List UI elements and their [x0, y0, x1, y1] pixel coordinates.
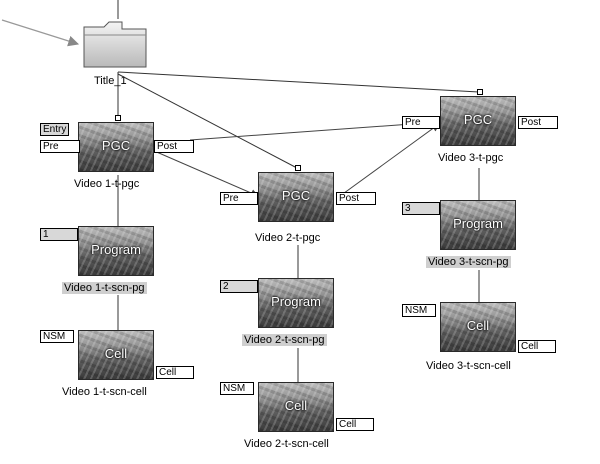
- program-label: Video 3-t-scn-pg: [426, 256, 511, 268]
- pgc-thumbnail: PGC: [258, 172, 334, 222]
- cell-thumbnail: Cell: [78, 330, 154, 380]
- pgc-node-2[interactable]: PGC Pre Post Video 2-t-pgc: [220, 165, 380, 246]
- program-thumbnail: Program: [440, 200, 516, 250]
- program-label: Video 1-t-scn-pg: [62, 282, 147, 294]
- pre-port[interactable]: Pre: [402, 116, 440, 129]
- program-node-2[interactable]: 2 Program Video 2-t-scn-pg: [220, 278, 370, 350]
- title-node[interactable]: Title_1: [80, 17, 152, 91]
- folder-icon: [83, 21, 147, 68]
- link-pgc2-pgc3: [339, 123, 440, 197]
- cell-port[interactable]: Cell: [518, 340, 556, 353]
- cell-label: Video 1-t-scn-cell: [62, 386, 147, 398]
- program-thumbnail: Program: [258, 278, 334, 328]
- cell-node-1[interactable]: NSM Cell Cell Video 1-t-scn-cell: [40, 330, 200, 404]
- link-pgc1-pgc3: [189, 121, 440, 141]
- link-pgc1-pgc2: [151, 149, 259, 197]
- cell-label: Video 2-t-scn-cell: [244, 438, 329, 450]
- program-label: Video 2-t-scn-pg: [242, 334, 327, 346]
- link-title-pgc2: [117, 73, 298, 169]
- cell-node-3[interactable]: NSM Cell Cell Video 3-t-scn-cell: [402, 302, 564, 378]
- nsm-tag: NSM: [402, 304, 436, 317]
- cell-thumbnail: Cell: [440, 302, 516, 352]
- post-port[interactable]: Post: [154, 140, 194, 153]
- program-number: 1: [40, 228, 78, 241]
- pgc-label: Video 3-t-pgc: [438, 152, 504, 164]
- program-node-3[interactable]: 3 Program Video 3-t-scn-pg: [402, 200, 552, 272]
- pgc-label: Video 2-t-pgc: [255, 232, 321, 244]
- pgc-label: Video 1-t-pgc: [74, 178, 140, 190]
- cell-port[interactable]: Cell: [336, 418, 374, 431]
- pgc-node-1[interactable]: Entry PGC Pre Post Video 1-t-pgc: [40, 115, 195, 196]
- program-number: 2: [220, 280, 258, 293]
- post-port[interactable]: Post: [336, 192, 376, 205]
- program-number: 3: [402, 202, 440, 215]
- pgc-node-3[interactable]: PGC Pre Post Video 3-t-pgc: [402, 89, 560, 172]
- nsm-tag: NSM: [40, 330, 74, 343]
- top-port[interactable]: [115, 115, 121, 121]
- program-thumbnail: Program: [78, 226, 154, 276]
- top-port[interactable]: [477, 89, 483, 95]
- pre-port[interactable]: Pre: [40, 140, 80, 153]
- post-port[interactable]: Post: [518, 116, 558, 129]
- cell-node-2[interactable]: NSM Cell Cell Video 2-t-scn-cell: [220, 382, 380, 458]
- incoming-link: [1, 19, 80, 47]
- cell-thumbnail: Cell: [258, 382, 334, 432]
- pgc-thumbnail: PGC: [440, 96, 516, 146]
- pgc-thumbnail: PGC: [78, 122, 154, 172]
- nsm-tag: NSM: [220, 382, 254, 395]
- program-node-1[interactable]: 1 Program Video 1-t-scn-pg: [40, 226, 190, 298]
- pre-port[interactable]: Pre: [220, 192, 258, 205]
- entry-tag: Entry: [40, 123, 70, 136]
- title-node-label: Title_1: [94, 75, 127, 87]
- link-title-pgc3: [117, 71, 480, 93]
- top-port[interactable]: [295, 165, 301, 171]
- cell-port[interactable]: Cell: [156, 366, 194, 379]
- cell-label: Video 3-t-scn-cell: [426, 360, 511, 372]
